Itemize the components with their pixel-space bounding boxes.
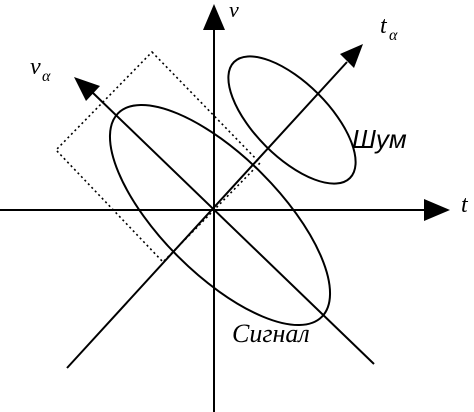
noise-label: Шум — [352, 124, 407, 154]
v-axis-arrowhead — [203, 4, 225, 30]
t-alpha-label-subscript: α — [389, 27, 398, 44]
noise-ellipse — [227, 55, 357, 185]
signal-ellipse — [108, 103, 332, 327]
v-axis-label: v — [229, 0, 239, 22]
v-alpha-label-main: v — [30, 54, 41, 80]
signal-label: Сигнал — [232, 319, 310, 348]
v-alpha-axis — [91, 91, 375, 365]
t-alpha-axis-arrowhead — [340, 44, 363, 68]
t-alpha-label: t α — [380, 13, 398, 44]
t-alpha-axis — [66, 61, 348, 369]
t-axis-label: t — [461, 192, 469, 218]
t-axis-arrowhead — [424, 199, 450, 221]
v-alpha-label: v α — [30, 54, 51, 85]
v-alpha-axis-arrowhead — [74, 77, 100, 101]
v-alpha-label-subscript: α — [42, 68, 51, 85]
t-alpha-label-main: t — [380, 13, 388, 39]
